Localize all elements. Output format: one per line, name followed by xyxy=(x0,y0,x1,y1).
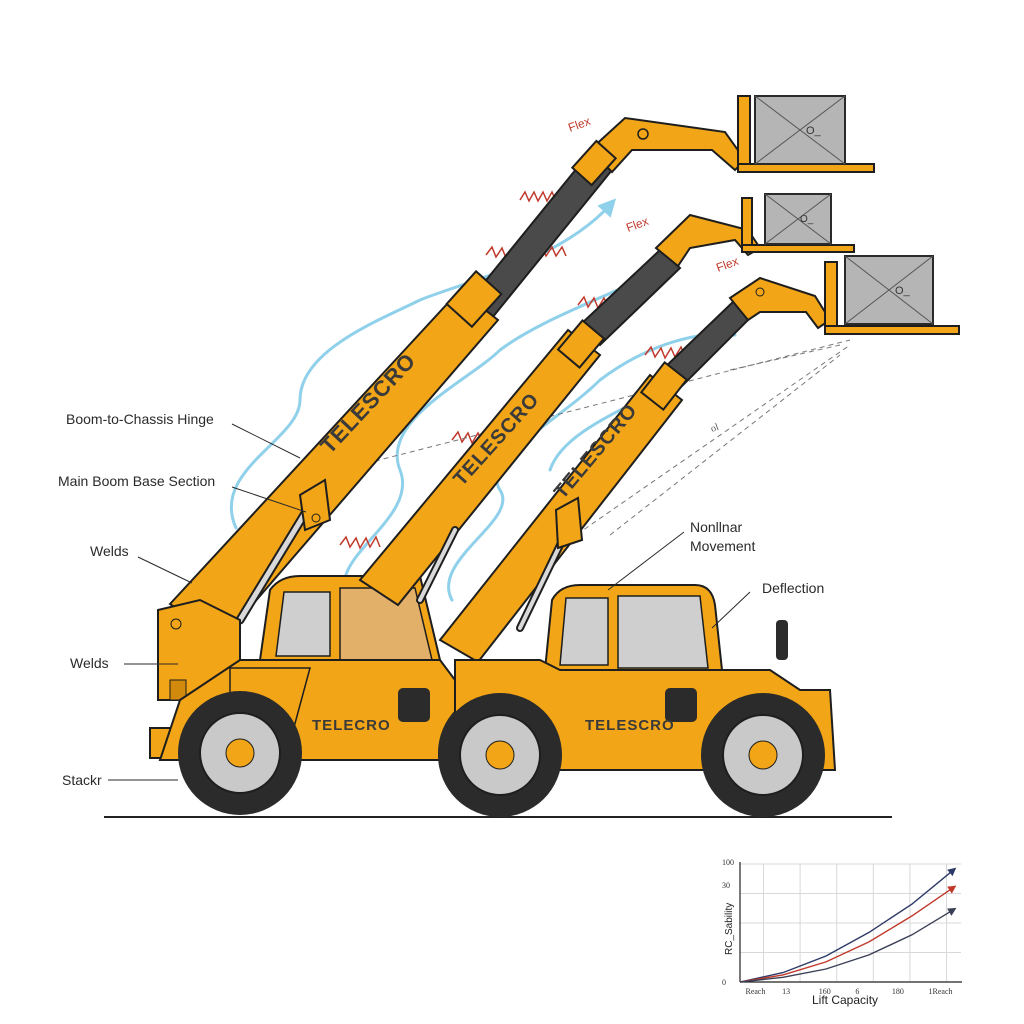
telehandler-right: O_ TELESCRO TELESCRO xyxy=(438,255,960,817)
wheel xyxy=(178,691,302,815)
callout-leaders xyxy=(108,423,751,781)
telehandler-left: O_ TELESCRO TELECRO xyxy=(149,95,875,815)
chart-x-tick: 160 xyxy=(819,987,831,996)
forks xyxy=(737,163,875,173)
chart-x-tick: 180 xyxy=(892,987,904,996)
chart-x-tick: Reach xyxy=(745,987,765,996)
callout-hinge: Boom-to-Chassis Hinge xyxy=(66,411,214,427)
fork-carriage xyxy=(737,95,751,171)
chart-x-label: Lift Capacity xyxy=(812,993,878,1007)
dash-mark: ol xyxy=(709,422,720,435)
flex-label: Flex xyxy=(714,254,740,275)
callout-deflection: Deflection xyxy=(762,580,824,596)
chart-grid xyxy=(740,863,961,982)
chart-x-tick: 1Reach xyxy=(929,987,953,996)
chart-x-tick: 6 xyxy=(855,987,859,996)
callout-base-section: Main Boom Base Section xyxy=(58,473,215,489)
deflection-dashes xyxy=(339,339,851,561)
inset-chart: Reach 13 160 6 180 1Reach 0 30 100 Lift Capacity… xyxy=(722,858,962,1007)
load-mark: O_ xyxy=(806,125,822,137)
load-mark: O_ xyxy=(895,285,911,297)
chart-y-label: RC_Sability xyxy=(724,903,735,955)
body-brand: TELECRO xyxy=(312,717,391,734)
chart-x-tick: 13 xyxy=(782,987,790,996)
callout-welds-upper: Welds xyxy=(90,543,129,559)
wheel xyxy=(438,693,562,817)
load-mark: O_ xyxy=(800,214,814,225)
callout-nonlinear-2: Movement xyxy=(690,538,755,554)
body-brand: TELESCRO xyxy=(585,717,675,734)
boom-head xyxy=(588,116,747,174)
callout-welds-lower: Welds xyxy=(70,655,109,671)
chart-series-line xyxy=(739,907,957,983)
callout-nonlinear-1: Nonllnar xyxy=(690,519,742,535)
main-boom xyxy=(358,328,602,607)
flex-label: Flex xyxy=(624,214,650,235)
chart-series-line xyxy=(739,885,957,983)
flex-label: Flex xyxy=(566,114,592,135)
wheel xyxy=(701,693,825,817)
chart-series-line xyxy=(739,867,957,983)
callout-stacker: Stackr xyxy=(62,772,102,788)
telehandler-middle: O_ TELESCRO xyxy=(358,193,855,607)
chart-y-tick: 0 xyxy=(722,978,726,987)
chart-y-tick: 30 xyxy=(722,881,730,890)
chart-y-tick: 100 xyxy=(722,858,734,867)
